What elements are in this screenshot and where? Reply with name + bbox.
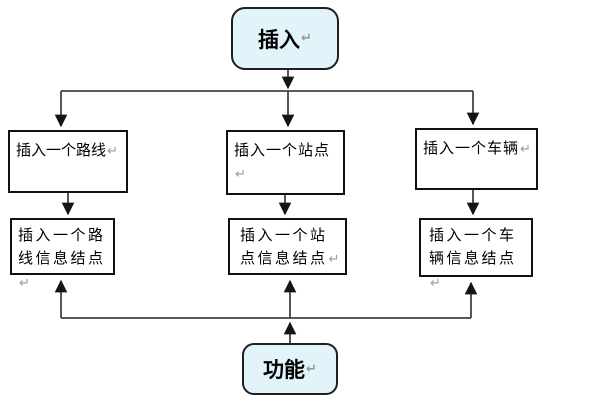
node-label: 插入 (258, 27, 301, 52)
node-label-line2: 辆信息结点↵ (429, 249, 517, 291)
node-label-line2: 线信息结点↵ (18, 249, 106, 291)
paragraph-mark: ↵ (306, 361, 317, 377)
node-label: 插入一个车辆 (423, 139, 520, 157)
paragraph-mark: ↵ (301, 31, 312, 46)
node-insert-station: 插入一个站点 ↵ (226, 130, 345, 195)
node-label-line1: 插入一个车 (429, 226, 517, 244)
node-insert-root: 插入↵ (231, 7, 339, 70)
node-insert-vehicle-info: 插入一个车 辆信息结点↵ (419, 218, 533, 291)
paragraph-mark: ↵ (19, 275, 30, 291)
paragraph-mark: ↵ (235, 167, 246, 183)
node-label: 插入一个站点 (234, 141, 331, 159)
node-insert-route-info: 插入一个路 线信息结点↵ (10, 218, 115, 291)
node-function: 功能↵ (242, 343, 338, 395)
node-insert-station-info: 插入一个站 点信息结点↵ (228, 218, 347, 275)
node-label-line1: 插入一个站 (240, 226, 328, 244)
node-label-line1: 插入一个路 (18, 226, 106, 244)
node-insert-vehicle: 插入一个车辆↵ (415, 128, 538, 190)
paragraph-mark: ↵ (328, 252, 340, 268)
paragraph-mark: ↵ (430, 275, 441, 291)
node-label-line2: 点信息结点↵ (240, 249, 340, 268)
node-label: 功能 (263, 358, 306, 382)
node-insert-route: 插入一个路线↵ (8, 130, 128, 193)
paragraph-mark: ↵ (520, 142, 531, 157)
node-label: 插入一个路线 (16, 141, 107, 159)
paragraph-mark: ↵ (107, 144, 118, 159)
